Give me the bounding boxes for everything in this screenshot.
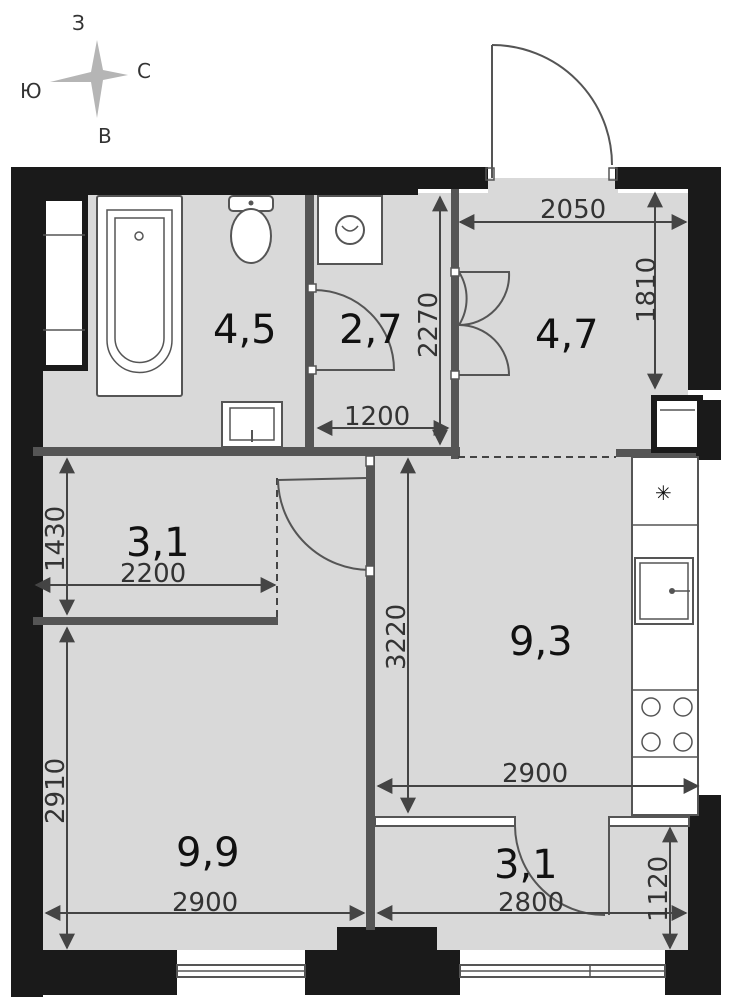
compass-west-label: Ю bbox=[20, 79, 42, 103]
area-kitchen: 9,3 bbox=[509, 619, 573, 665]
dim-closet-width: 2200 bbox=[120, 559, 186, 589]
bathroom-sink-icon bbox=[221, 401, 283, 448]
toilet-icon bbox=[228, 195, 274, 264]
kitchen-sink-icon bbox=[634, 557, 694, 625]
bedroom-door bbox=[277, 455, 375, 577]
compass-east-label: С bbox=[137, 59, 151, 83]
hall-closet-doors bbox=[450, 267, 511, 380]
compass-north-label: З bbox=[72, 11, 85, 35]
window-left bbox=[40, 195, 88, 371]
wc-door bbox=[307, 283, 396, 375]
dim-kitchen-depth: 3220 bbox=[382, 604, 412, 670]
dim-bedroom-width: 2900 bbox=[172, 888, 238, 918]
area-hall: 4,7 bbox=[535, 312, 599, 358]
balcony-partition bbox=[374, 816, 690, 916]
area-balcony: 3,1 bbox=[494, 842, 558, 888]
compass-south-label: В bbox=[98, 124, 112, 148]
compass: З С В Ю bbox=[20, 11, 151, 148]
bathroom-fixtures bbox=[40, 195, 283, 448]
washing-machine-icon bbox=[317, 195, 383, 265]
dim-balcony-width: 2800 bbox=[498, 888, 564, 918]
kitchen-counter: ✳ bbox=[631, 456, 699, 816]
compass-rose-icon bbox=[50, 40, 128, 118]
dim-wc-height: 2270 bbox=[414, 292, 444, 358]
dim-wc-width: 1200 bbox=[344, 402, 410, 432]
area-bedroom: 9,9 bbox=[176, 830, 240, 876]
area-bathroom: 4,5 bbox=[213, 307, 277, 353]
dim-closet-depth: 1430 bbox=[41, 506, 71, 572]
area-wc: 2,7 bbox=[339, 307, 403, 353]
dim-hall-width: 2050 bbox=[540, 195, 606, 225]
dim-hall-depth: 1810 bbox=[632, 257, 662, 323]
dim-bedroom-depth: 2910 bbox=[41, 758, 71, 824]
stove-icon bbox=[641, 697, 693, 752]
bottom-windows bbox=[176, 964, 666, 978]
fridge-icon: ✳ bbox=[655, 481, 672, 505]
dimension-lines bbox=[34, 191, 700, 950]
dimension-labels: 2050 1810 2270 1200 1430 2200 3220 2900 … bbox=[41, 195, 674, 922]
room-area-labels: 4,5 2,7 4,7 3,1 9,3 9,9 3,1 bbox=[126, 307, 599, 888]
bathtub-icon bbox=[96, 195, 183, 397]
area-closet: 3,1 bbox=[126, 520, 190, 566]
dim-kitchen-width: 2900 bbox=[502, 759, 568, 789]
entrance-door bbox=[485, 44, 618, 181]
window-right bbox=[651, 395, 703, 453]
dim-balcony-depth: 1120 bbox=[644, 856, 674, 922]
